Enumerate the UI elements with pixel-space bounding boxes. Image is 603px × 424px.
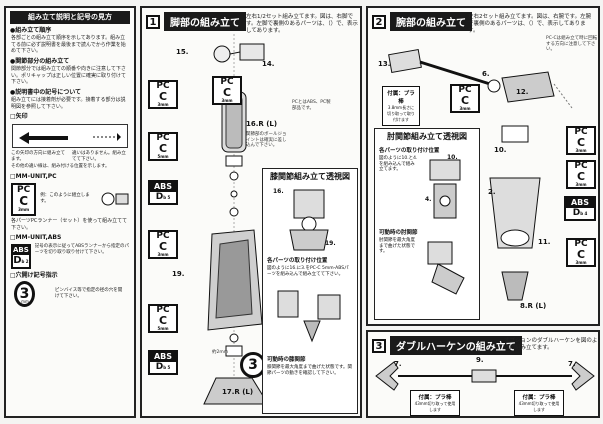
step2-part-12: 12. bbox=[516, 88, 529, 96]
legend-mm-pc-heading: □MM-UNIT,PC bbox=[10, 173, 57, 180]
mm-pc-note: 例：このように組立します。 bbox=[40, 192, 90, 205]
knee-inset-title: 膝関節組み立て透視図 bbox=[270, 172, 350, 181]
mm-pc-text: 各パーツPCランナー（セット）を使って組み立てて下さい。 bbox=[11, 218, 128, 231]
step1-note2: PCとはABS、PC製部品です。 bbox=[292, 100, 331, 111]
step3-desc: オプションのダブルハーケンを図のように組み立てます。 bbox=[504, 338, 598, 351]
arm-assembly-drawing bbox=[388, 48, 573, 301]
knee-move-text: 膝関節を最大角度まで曲げた状態です。関節パーツの動きを確認して下さい。 bbox=[267, 365, 353, 376]
knee-inset-panel: 膝関節組み立て透視図 16. 19. 各パーツの取り付け位置 図のように16.に… bbox=[262, 168, 358, 414]
step2-part-10: 10. bbox=[494, 146, 507, 154]
legend-sec3-heading: ●説明書中の記号について bbox=[10, 88, 82, 96]
elbow-sec-heading: 各パーツの取り付け位置 bbox=[379, 148, 440, 154]
knee-parts-drawing bbox=[277, 290, 341, 343]
step2-number: 2 bbox=[372, 14, 386, 29]
step2-part-13: 13. bbox=[378, 60, 391, 68]
round-text: ピンバイス等で指定の径の穴を開けて下さい。 bbox=[54, 287, 123, 300]
legend-sec3-text: 組み立てには接着剤が必要です。接着する部分は説明図を参照して下さい。 bbox=[11, 97, 126, 110]
pc-c-badge: PC C 3mm bbox=[11, 182, 37, 216]
elbow-move-text: 肘関節を最大角度まで曲げた状態です。 bbox=[379, 238, 415, 254]
legend-sec2-text: 関節部分では組み立ての順番や向きに注意して下さい。ポリキャップは正しい位置に確実… bbox=[11, 66, 127, 85]
elbow-joint-drawing bbox=[429, 159, 461, 219]
step1-part-17: 17.R (L) bbox=[222, 388, 254, 396]
step3-part-7a: 7. bbox=[394, 360, 402, 368]
elbow-move-drawing bbox=[427, 241, 465, 295]
step1-note1: 関節部のボールジョイントは確実に差し込んで下さい。 bbox=[246, 132, 287, 148]
step3-part-7b: 7. bbox=[568, 360, 576, 368]
legend-round-heading: □穴開け記号指示 bbox=[10, 271, 58, 279]
legend-sec1-text: 各部ごとの組み立て順序を示してあります。組み立てる前に必ず説明書を最後まで読んで… bbox=[11, 35, 126, 54]
arrow-caption-3: その他の違い線は、組み付ける位置を示します。 bbox=[11, 163, 110, 169]
step2-part-2: 2. bbox=[488, 188, 496, 196]
step1-part-14: 14. bbox=[262, 60, 275, 68]
elbow-move-heading: 可動時の肘関節 bbox=[379, 230, 418, 236]
elbow-part-4: 4. bbox=[425, 196, 432, 203]
step1-panel: 1 脚部の組み立て 左右1/2セット組み立てます。図は、右脚です。左脚で裏側のあ… bbox=[140, 6, 362, 418]
knee-sec-heading: 各パーツの取り付け位置 bbox=[267, 258, 328, 264]
legend-mm-abs-heading: □MM-UNIT,ABS bbox=[10, 234, 62, 241]
knee-part-16: 16. bbox=[273, 188, 284, 195]
step3-number: 3 bbox=[372, 338, 386, 353]
step2-part-8: 8.R (L) bbox=[520, 302, 547, 310]
elbow-inset-panel: 肘関節組み立て透視図 各パーツの取り付け位置 図のように10.と4.を組み込んで… bbox=[374, 128, 480, 320]
elbow-inset-title: 肘関節組み立て透視図 bbox=[387, 132, 467, 141]
dashed-arrow-icon bbox=[93, 132, 121, 141]
arrow-caption-2: 違いはありません。組み立てて下さい。 bbox=[72, 150, 126, 163]
knee-part-19: 19. bbox=[325, 240, 336, 247]
knee-sec-text: 図のように16.に3.をPC-C 5mm-ABSパーツを組み込んで組み立てて下さ… bbox=[267, 266, 349, 277]
step1-part-19: 19. bbox=[172, 270, 185, 278]
step1-part-15: 15. bbox=[176, 48, 189, 56]
step2-part-6: 6. bbox=[482, 70, 490, 78]
arrow-left-icon bbox=[19, 131, 29, 144]
drill-unit: mm bbox=[21, 298, 29, 304]
step2-note: PC-Cは組み立て時に回転する方向に注意して下さい。 bbox=[546, 36, 598, 52]
step2-part-11: 11. bbox=[538, 238, 551, 246]
legend-panel: 組み立て説明と記号の見方 ●組み立て順序 各部ごとの組み立て順序を示してあります… bbox=[4, 6, 136, 418]
mm-abs-text: 記号の表示に従ってABSランナーから指定のパーツを切り取り取り付けて下さい。 bbox=[34, 243, 130, 256]
step3-panel: 3 ダブルハーケンの組み立て オプションのダブルハーケンを図のように組み立てます… bbox=[366, 330, 600, 418]
step2-title: 腕部の組み立て bbox=[390, 12, 472, 31]
legend-sec1-heading: ●組み立て順序 bbox=[10, 26, 52, 34]
step3-part-9: 9. bbox=[476, 356, 484, 364]
step2-desc: 左右2セット組み立てます。図は、右腕です。左腕で裏側のあるパーツは、（）で、表示… bbox=[468, 14, 592, 34]
double-harken-drawing bbox=[375, 361, 595, 391]
elbow-sec-text: 図のように10.と4.を組み込んで組み立てます。 bbox=[379, 156, 418, 172]
legend-sec2-heading: ●関節部分の組み立て bbox=[10, 57, 70, 65]
legend-title: 組み立て説明と記号の見方 bbox=[10, 11, 130, 24]
step3-tag-2: 付属：プラ棒 43mm切り取って使用します bbox=[514, 390, 564, 416]
step1-drill-note: 約2mm bbox=[212, 350, 229, 355]
pc-example-icon bbox=[101, 192, 129, 206]
abs-d-badge: ABS Db 2 bbox=[11, 243, 31, 269]
step1-title: 脚部の組み立て bbox=[164, 12, 246, 31]
step1-desc: 左右1/2セット組み立てます。図は、右脚です。左脚で裏側のあるパーツは、（）で、… bbox=[246, 14, 358, 34]
step1-part-16: 16.R (L) bbox=[246, 120, 278, 128]
knee-move-heading: 可動時の膝関節 bbox=[267, 357, 306, 363]
step3-tag-1: 付属：プラ棒 43mm切り取って使用します bbox=[410, 390, 460, 416]
arrow-example bbox=[12, 123, 128, 148]
knee-joint-drawing bbox=[289, 189, 329, 251]
drill-3mm-icon: 3 bbox=[14, 281, 36, 307]
arrow-caption-1: この矢印の方向に組み立てます。 bbox=[11, 150, 65, 163]
step2-panel: 2 腕部の組み立て 左右2セット組み立てます。図は、右腕です。左腕で裏側のあるパ… bbox=[366, 6, 600, 326]
elbow-part-10: 10. bbox=[447, 154, 458, 161]
legend-arrow-heading: □矢印 bbox=[10, 113, 28, 120]
step2-paint-tag: 付属：プラ棒 3.8mm長さに切り取って取り付けます bbox=[382, 86, 420, 126]
leg-assembly-drawing bbox=[203, 34, 269, 405]
step1-number: 1 bbox=[146, 14, 160, 29]
step3-title: ダブルハーケンの組み立て bbox=[390, 336, 522, 355]
